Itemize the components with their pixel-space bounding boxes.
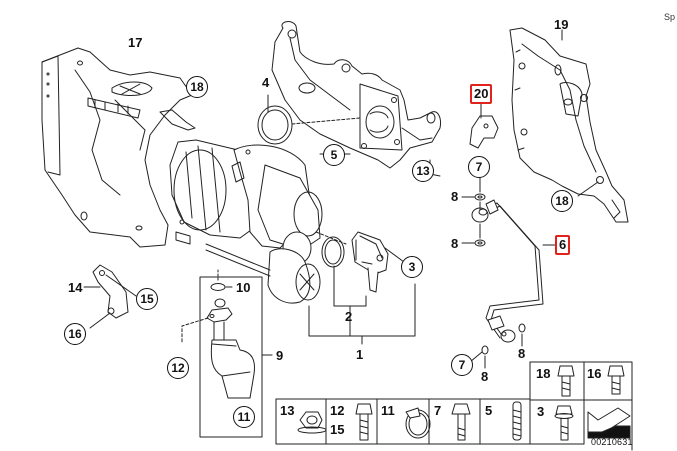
callout-8a[interactable]: 8 (451, 189, 459, 204)
hardware-cell-12-label[interactable]: 12 (330, 403, 345, 418)
callout-2[interactable]: 2 (345, 309, 353, 324)
hardware-table (275, 361, 633, 451)
callout-8d[interactable]: 8 (518, 346, 526, 361)
stud-icon (512, 401, 522, 441)
callout-10[interactable]: 10 (236, 280, 251, 295)
bracket-part-20[interactable] (469, 101, 499, 149)
gasket-ring-part-4[interactable] (257, 105, 293, 145)
oil-feed-pipe-part-6[interactable] (471, 199, 557, 343)
callout-18-top[interactable]: 18 (186, 76, 208, 98)
hardware-cell-15-label[interactable]: 15 (330, 422, 345, 437)
hex-bolt-icon (451, 403, 471, 441)
flange-nut-icon (297, 411, 327, 434)
oil-return-pipe-group-part-9[interactable] (181, 269, 273, 438)
hardware-cell-11-label[interactable]: 11 (381, 403, 395, 418)
callout-17[interactable]: 17 (128, 35, 143, 50)
callout-18-right[interactable]: 18 (551, 190, 573, 212)
heat-shield-part-17[interactable] (41, 47, 196, 248)
callout-8b[interactable]: 8 (451, 236, 459, 251)
callout-13[interactable]: 13 (412, 160, 434, 182)
hose-clamp-icon (405, 407, 431, 439)
bracket-part-14[interactable] (83, 264, 137, 329)
callout-12[interactable]: 12 (167, 357, 189, 379)
callout-8c[interactable]: 8 (481, 369, 489, 384)
o-ring-part-2[interactable] (321, 236, 345, 268)
document-number: 00210631 (591, 437, 633, 447)
callout-7-top[interactable]: 7 (468, 156, 490, 178)
exhaust-manifold[interactable] (271, 21, 441, 169)
hex-bolt-icon (557, 365, 575, 397)
corner-text: Sp (664, 12, 676, 22)
callout-1[interactable]: 1 (356, 347, 364, 362)
callout-9[interactable]: 9 (276, 348, 284, 363)
callout-15[interactable]: 15 (136, 288, 158, 310)
callout-6-highlighted[interactable]: 6 (555, 235, 571, 255)
flange-bolt-icon (554, 405, 574, 441)
callout-16[interactable]: 16 (64, 323, 86, 345)
hardware-cell-13-label[interactable]: 13 (280, 403, 295, 418)
callout-11[interactable]: 11 (233, 406, 255, 428)
callout-19[interactable]: 19 (554, 17, 569, 32)
hardware-cell-16-label[interactable]: 16 (587, 366, 602, 381)
callout-4[interactable]: 4 (262, 75, 270, 90)
callout-3[interactable]: 3 (401, 256, 423, 278)
callout-5[interactable]: 5 (323, 144, 345, 166)
hardware-cell-5-label[interactable]: 5 (485, 403, 493, 418)
hardware-cell-7-label[interactable]: 7 (434, 403, 442, 418)
hex-bolt-icon (607, 365, 625, 395)
hex-bolt-icon (355, 403, 373, 441)
heat-shield-part-19[interactable] (509, 27, 629, 223)
callout-20-highlighted[interactable]: 20 (470, 84, 493, 104)
washers-part-8[interactable] (461, 175, 526, 369)
callout-14[interactable]: 14 (68, 280, 83, 295)
turbocharger-part-1[interactable] (169, 139, 323, 304)
direction-arrow-icon (587, 407, 631, 439)
wastegate-actuator-part-3[interactable] (315, 231, 389, 293)
callout-7-bottom[interactable]: 7 (451, 354, 473, 376)
hardware-cell-18-label[interactable]: 18 (536, 366, 551, 381)
hardware-cell-3-label[interactable]: 3 (537, 404, 545, 419)
